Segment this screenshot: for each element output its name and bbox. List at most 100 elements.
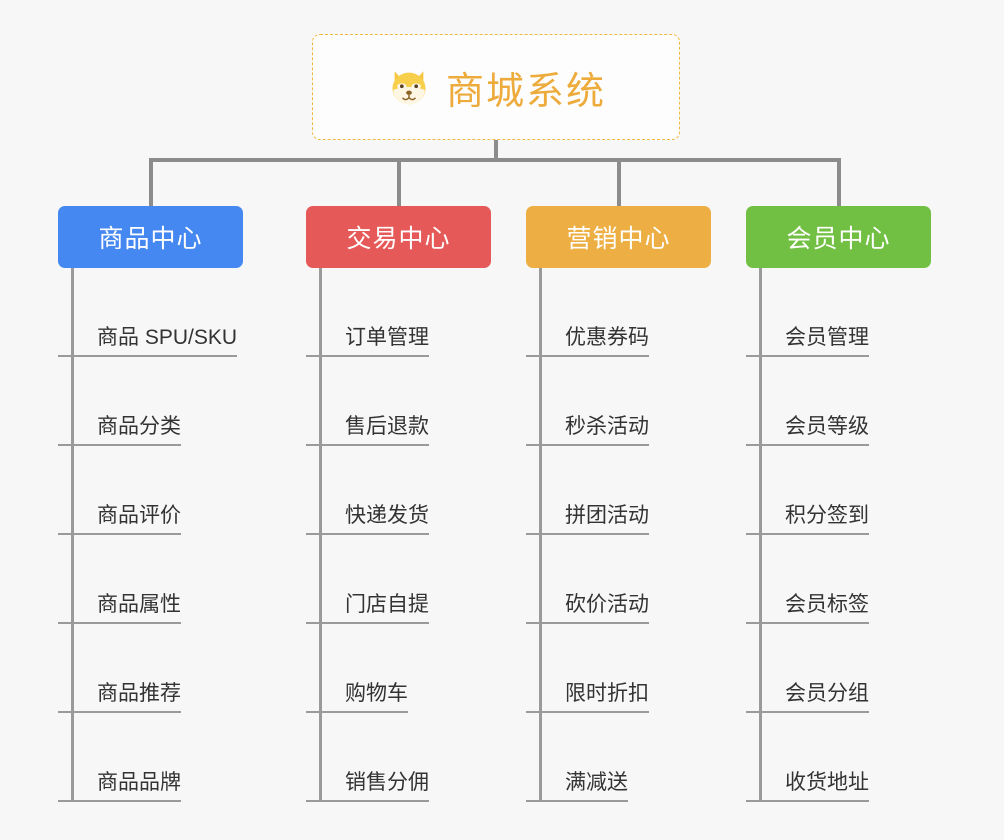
leaf-item-label: 销售分佣	[345, 770, 429, 794]
leaf-item-label: 会员分组	[785, 681, 869, 705]
leaf-item[interactable]: 拼团活动	[526, 446, 711, 535]
leaf-item[interactable]: 商品分类	[58, 357, 243, 446]
leaf-item[interactable]: 会员标签	[746, 535, 931, 624]
leaf-underline	[306, 711, 408, 713]
connector-horizontal-bar	[148, 158, 841, 162]
leaf-item-label: 满减送	[565, 770, 628, 794]
leaf-item-label: 商品分类	[97, 414, 181, 438]
leaf-underline	[526, 355, 649, 357]
leaf-item-inner: 商品推荐	[58, 681, 181, 713]
leaf-item-label: 商品属性	[97, 592, 181, 616]
leaf-item-label: 门店自提	[345, 592, 429, 616]
leaf-underline	[306, 355, 429, 357]
category-header-3[interactable]: 营销中心	[526, 206, 711, 268]
leaf-item-label: 商品推荐	[97, 681, 181, 705]
leaf-item-inner: 购物车	[306, 681, 408, 713]
leaf-item[interactable]: 商品 SPU/SKU	[58, 268, 243, 357]
leaf-item[interactable]: 会员等级	[746, 357, 931, 446]
leaf-list: 订单管理售后退款快递发货门店自提购物车销售分佣	[306, 268, 491, 802]
leaf-item[interactable]: 订单管理	[306, 268, 491, 357]
leaf-item-inner: 秒杀活动	[526, 414, 649, 446]
leaf-item[interactable]: 售后退款	[306, 357, 491, 446]
leaf-item-label: 商品 SPU/SKU	[97, 325, 238, 349]
leaf-item-label: 商品评价	[97, 503, 181, 527]
leaf-item-inner: 拼团活动	[526, 504, 649, 535]
leaf-item[interactable]: 会员管理	[746, 268, 931, 357]
category-header-1[interactable]: 商品中心	[58, 206, 243, 268]
connector-root-stem	[494, 140, 498, 162]
leaf-item-inner: 商品评价	[58, 503, 181, 535]
leaf-underline	[526, 622, 649, 624]
leaf-item-inner: 满减送	[526, 770, 628, 802]
leaf-underline	[746, 622, 869, 624]
leaf-underline	[306, 444, 429, 446]
leaf-item[interactable]: 门店自提	[306, 535, 491, 624]
leaf-item-inner: 商品分类	[58, 414, 181, 446]
category-header-label: 商品中心	[98, 225, 203, 253]
leaf-item-label: 订单管理	[345, 325, 429, 349]
leaf-item-label: 商品品牌	[97, 770, 181, 794]
leaf-item[interactable]: 销售分佣	[306, 713, 491, 802]
leaf-item-label: 购物车	[345, 681, 408, 705]
leaf-item-inner: 售后退款	[306, 415, 429, 446]
leaf-item[interactable]: 快递发货	[306, 446, 491, 535]
leaf-underline	[306, 800, 429, 802]
connector-drop-3	[836, 158, 841, 208]
leaf-item[interactable]: 购物车	[306, 624, 491, 713]
leaf-item[interactable]: 限时折扣	[526, 624, 711, 713]
leaf-item-inner: 会员分组	[746, 681, 869, 713]
leaf-list: 优惠券码秒杀活动拼团活动砍价活动限时折扣满减送	[526, 268, 711, 802]
leaf-item-inner: 优惠券码	[526, 326, 649, 357]
leaf-underline	[746, 533, 869, 535]
leaf-item[interactable]: 优惠券码	[526, 268, 711, 357]
leaf-item-inner: 商品属性	[58, 592, 181, 624]
leaf-underline	[526, 800, 628, 802]
leaf-item[interactable]: 砍价活动	[526, 535, 711, 624]
root-title: 商城系统	[445, 70, 606, 113]
leaf-item-inner: 快递发货	[306, 503, 429, 535]
leaf-item-inner: 积分签到	[746, 504, 869, 535]
leaf-item[interactable]: 秒杀活动	[526, 357, 711, 446]
category-header-2[interactable]: 交易中心	[306, 206, 491, 268]
root-node[interactable]: 商城系统	[312, 34, 680, 140]
category-column-1: 商品中心商品 SPU/SKU 商品分类商品评价商品属性商品推荐商品品牌	[58, 206, 243, 802]
category-header-4[interactable]: 会员中心	[746, 206, 931, 268]
leaf-underline	[526, 533, 649, 535]
branch-trunk-line	[319, 268, 322, 802]
leaf-item[interactable]: 商品属性	[58, 535, 243, 624]
dog-face-icon	[386, 64, 432, 110]
leaf-item-inner: 会员管理	[746, 326, 869, 357]
category-column-3: 营销中心优惠券码秒杀活动拼团活动砍价活动限时折扣满减送	[526, 206, 711, 802]
leaf-underline	[526, 711, 649, 713]
leaf-item[interactable]: 收货地址	[746, 713, 931, 802]
leaf-underline	[306, 622, 429, 624]
leaf-list: 会员管理会员等级积分签到会员标签会员分组收货地址	[746, 268, 931, 802]
leaf-item[interactable]: 商品推荐	[58, 624, 243, 713]
branch-trunk-line	[759, 268, 762, 802]
leaf-item-inner: 销售分佣	[306, 770, 429, 802]
leaf-item-inner: 订单管理	[306, 325, 429, 357]
leaf-item-label: 快递发货	[345, 503, 429, 527]
root-node-content: 商城系统	[386, 60, 606, 115]
leaf-underline	[306, 533, 429, 535]
leaf-item-inner: 砍价活动	[526, 592, 649, 624]
category-column-4: 会员中心会员管理会员等级积分签到会员标签会员分组收货地址	[746, 206, 931, 802]
leaf-underline	[746, 355, 869, 357]
leaf-item-inner: 会员标签	[746, 593, 869, 624]
leaf-item-label: 秒杀活动	[565, 414, 649, 438]
category-column-2: 交易中心订单管理售后退款快递发货门店自提购物车销售分佣	[306, 206, 491, 802]
leaf-item[interactable]: 商品评价	[58, 446, 243, 535]
leaf-item[interactable]: 商品品牌	[58, 713, 243, 802]
leaf-item-label: 收货地址	[785, 770, 869, 794]
leaf-item[interactable]: 会员分组	[746, 624, 931, 713]
category-header-label: 营销中心	[566, 225, 671, 253]
leaf-item-inner: 商品品牌	[58, 770, 181, 802]
leaf-item[interactable]: 满减送	[526, 713, 711, 802]
leaf-item-label: 砍价活动	[565, 592, 649, 616]
leaf-item[interactable]: 积分签到	[746, 446, 931, 535]
leaf-item-inner: 商品 SPU/SKU	[58, 325, 238, 357]
leaf-underline	[746, 800, 869, 802]
leaf-item-inner: 收货地址	[746, 770, 869, 802]
category-header-label: 交易中心	[346, 225, 451, 253]
